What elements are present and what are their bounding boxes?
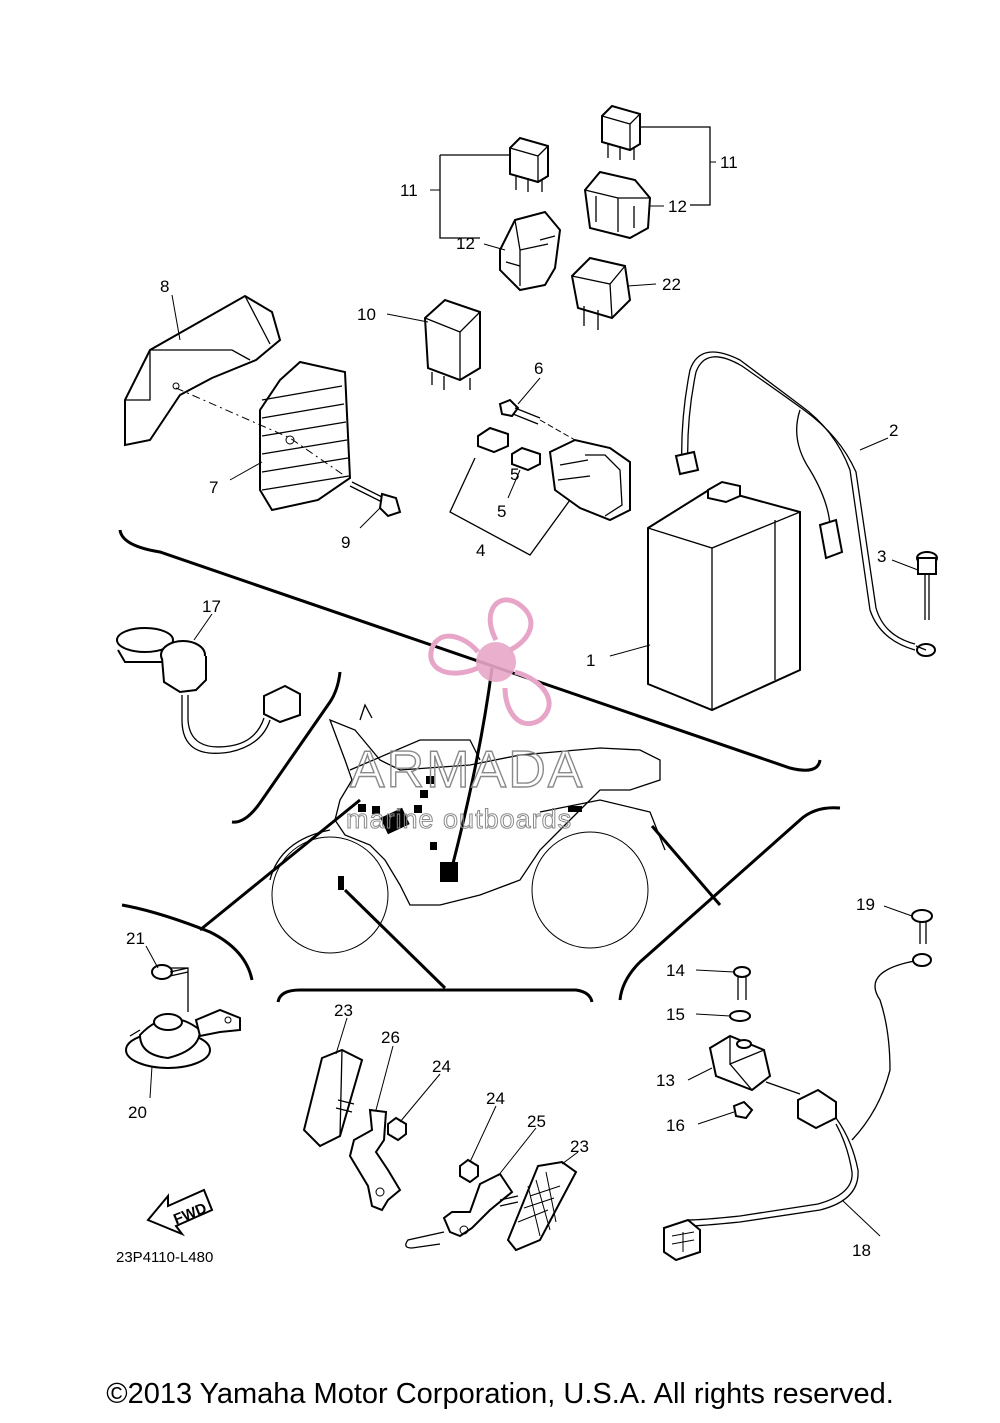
leader-lines (145, 161, 919, 1237)
callout-23-left: 23 (334, 1001, 353, 1020)
part-8-cover (124, 294, 282, 447)
fwd-arrow-icon: FWD (146, 1188, 214, 1237)
assembly-line-7-8 (175, 387, 346, 477)
callout-21: 21 (126, 929, 145, 948)
callout-19: 19 (856, 895, 875, 914)
part-12-holder-right (583, 170, 652, 240)
watermark-title: ARMADA (350, 741, 584, 799)
part-10-relay (423, 298, 481, 390)
callout-14: 14 (666, 961, 685, 980)
part-23-reflector-left (302, 1048, 364, 1148)
callout-2: 2 (889, 421, 898, 440)
callout-11-left: 11 (400, 181, 418, 200)
callout-labels: 1 2 3 4 5 5 6 7 8 9 10 11 11 12 12 13 14… (126, 153, 898, 1260)
part-19-bolt (911, 909, 933, 967)
callout-4: 4 (476, 541, 485, 560)
callout-9: 9 (341, 533, 350, 552)
part-5-fuse-b (511, 446, 541, 472)
callout-22: 22 (662, 275, 681, 294)
part-21-bolt (151, 964, 189, 980)
callout-17: 17 (202, 597, 221, 616)
part-26-bracket (335, 1099, 402, 1212)
callout-8: 8 (160, 277, 169, 296)
part-5-fuse-a (477, 426, 509, 454)
part-18-harness (663, 959, 921, 1262)
callout-5-b: 5 (497, 502, 506, 521)
motorcycle-silhouette (269, 703, 666, 954)
part-4-starter-relay (548, 438, 631, 522)
callout-25: 25 (527, 1112, 546, 1131)
watermark-logo: ARMADA marine outboards (346, 597, 584, 835)
callout-18: 18 (852, 1241, 871, 1260)
section-dividers (118, 529, 841, 1003)
callout-10: 10 (357, 305, 376, 324)
callout-24-right: 24 (486, 1089, 505, 1108)
part-11-relay-left (509, 136, 549, 192)
callout-13: 13 (656, 1071, 675, 1090)
part-9-bolt (349, 481, 402, 518)
part-22-relay (570, 256, 632, 330)
leader-11-12-right (640, 126, 711, 206)
part-14-screw (733, 966, 751, 1000)
callout-3: 3 (877, 547, 886, 566)
part-2-lead (674, 351, 936, 657)
callout-16: 16 (666, 1116, 685, 1135)
leader-11-12-left (439, 154, 510, 239)
part-15-washer (729, 1010, 751, 1022)
part-16-bolt (732, 1100, 754, 1120)
callout-6: 6 (534, 359, 543, 378)
part-23-reflector-right (506, 1160, 578, 1252)
part-7-rectifier (259, 360, 352, 512)
leader-21 (170, 967, 189, 1012)
callout-24-left: 24 (432, 1057, 451, 1076)
part-17-main-switch (116, 627, 301, 754)
callout-12-left: 12 (456, 234, 475, 253)
part-6-bolt (498, 398, 576, 441)
part-24-nut-right (459, 1158, 479, 1184)
part-3-bolt (916, 551, 938, 620)
part-12-holder-left (499, 210, 562, 292)
drawing-number: 23P4110-L480 (116, 1249, 213, 1266)
part-13-sensor (708, 1034, 772, 1092)
callout-1: 1 (586, 651, 595, 670)
callout-7: 7 (209, 478, 218, 497)
callout-11-right: 11 (720, 153, 738, 172)
callout-12-right: 12 (668, 197, 687, 216)
part-1-battery (647, 480, 801, 712)
callout-23-right: 23 (570, 1137, 589, 1156)
callout-26: 26 (381, 1028, 400, 1047)
watermark-subtitle: marine outboards (346, 804, 572, 834)
callout-5-a: 5 (510, 465, 519, 484)
copyright-notice: ©2013 Yamaha Motor Corporation, U.S.A. A… (106, 1378, 894, 1410)
part-25-bracket (405, 1172, 519, 1249)
callout-15: 15 (666, 1005, 685, 1024)
leader-4 (449, 457, 571, 556)
callout-20: 20 (128, 1103, 147, 1122)
part-11-relay-right (601, 104, 641, 160)
part-20-horn (125, 1008, 241, 1069)
part-24-nut-left (387, 1116, 407, 1142)
